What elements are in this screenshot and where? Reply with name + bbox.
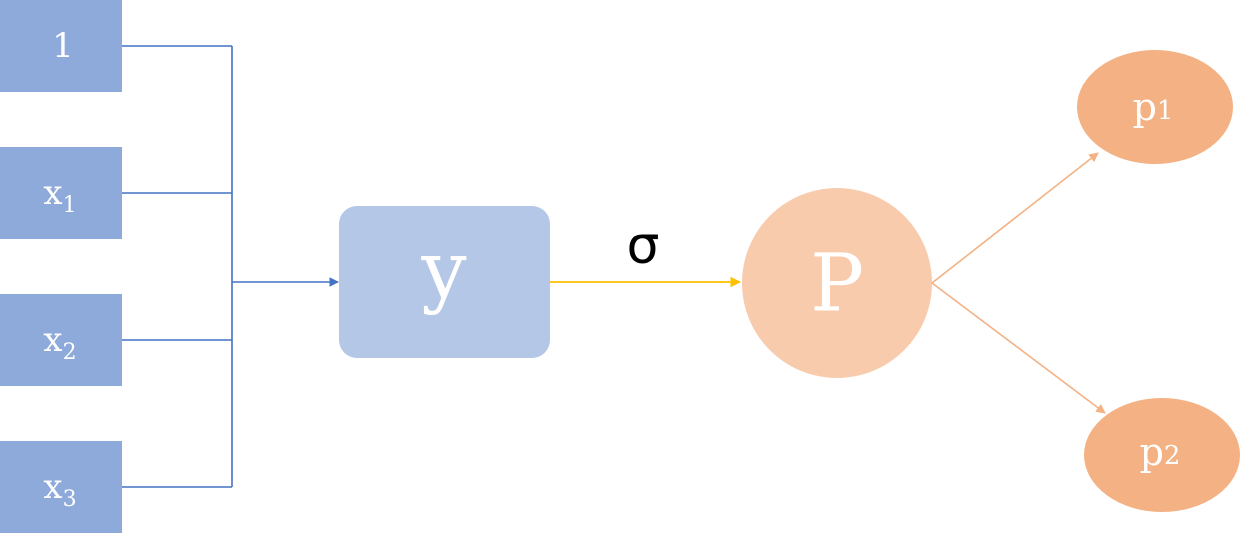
input-box (0, 294, 122, 386)
output-ellipse (1077, 50, 1233, 164)
arrow-to-p1 (931, 152, 1099, 284)
input-label: x1 (43, 173, 76, 218)
arrow-to-p2 (931, 282, 1106, 414)
input-label-sub: 3 (63, 487, 77, 512)
input-label: 1 (52, 26, 74, 66)
input-label: x3 (43, 467, 76, 512)
output-node-p1: p1 (1077, 50, 1233, 164)
output-label-sub: 1 (1157, 96, 1174, 126)
input-node-x1: x1 (0, 147, 122, 239)
p-node: P (742, 188, 932, 378)
input-label-base: x (43, 467, 62, 507)
input-node-1: 1 (0, 0, 122, 92)
output-ellipse (1084, 398, 1240, 512)
input-node-x2: x2 (0, 294, 122, 386)
input-node-x3: x3 (0, 441, 122, 533)
sigma-label: σ (627, 216, 660, 276)
input-label-sub: 2 (63, 340, 77, 365)
input-label-base: x (43, 320, 62, 360)
input-connectors (122, 45, 339, 488)
p-label: P (810, 237, 864, 330)
input-box (0, 147, 122, 239)
output-label-base: p (1140, 430, 1164, 474)
output-label: p1 (1133, 85, 1174, 129)
output-label-base: p (1133, 85, 1157, 129)
input-label-base: x (43, 173, 62, 213)
y-box (339, 206, 550, 358)
output-label-sub: 2 (1164, 441, 1181, 471)
activation-edge: σ (550, 216, 742, 288)
input-label-base: 1 (52, 26, 74, 66)
input-label-sub: 1 (63, 193, 77, 218)
p-circle (742, 188, 932, 378)
y-label: y (420, 224, 466, 317)
output-node-p2: p2 (1084, 398, 1240, 512)
input-label: x2 (43, 320, 76, 365)
y-node: y (339, 206, 550, 358)
output-edges (931, 152, 1106, 414)
output-label: p2 (1140, 430, 1181, 474)
input-box (0, 0, 122, 92)
input-box (0, 441, 122, 533)
